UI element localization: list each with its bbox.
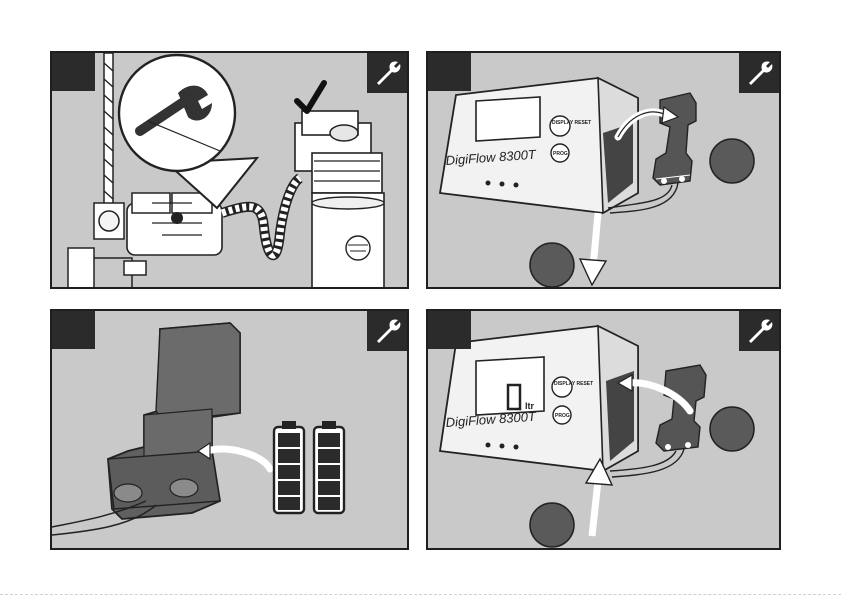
panel-step-2: DISPLAY RESET PROG DigiFlow 8300T <box>426 51 781 289</box>
wrench-icon <box>739 53 779 93</box>
step-number-tab <box>52 311 95 349</box>
step-number-tab <box>52 53 95 91</box>
insert-batteries-illustration <box>52 311 409 550</box>
step-number-tab <box>428 311 471 349</box>
step-number-tab <box>428 53 471 91</box>
panel-step-3 <box>50 309 409 550</box>
prog-label: PROG <box>555 413 570 419</box>
wrench-icon <box>367 53 407 93</box>
wrench-icon <box>739 311 779 351</box>
reinstall-battery-illustration: ltr DISPLAY RESET PROG DigiFlow 8300T <box>428 311 781 550</box>
battery-icon <box>274 421 304 513</box>
panel-step-1 <box>50 51 409 289</box>
shutoff-valve-filter-illustration <box>52 53 409 289</box>
page-bottom-rule <box>0 594 841 595</box>
battery-icon <box>314 421 344 513</box>
remove-battery-illustration: DISPLAY RESET PROG DigiFlow 8300T <box>428 53 781 289</box>
panel-step-4: ltr DISPLAY RESET PROG DigiFlow 8300T <box>426 309 781 550</box>
wrench-icon <box>367 311 407 351</box>
prog-label: PROG <box>553 151 568 157</box>
display-reset-label: DISPLAY RESET <box>554 381 593 387</box>
display-reset-label: DISPLAY RESET <box>552 120 591 126</box>
checkmark-icon <box>297 83 324 111</box>
